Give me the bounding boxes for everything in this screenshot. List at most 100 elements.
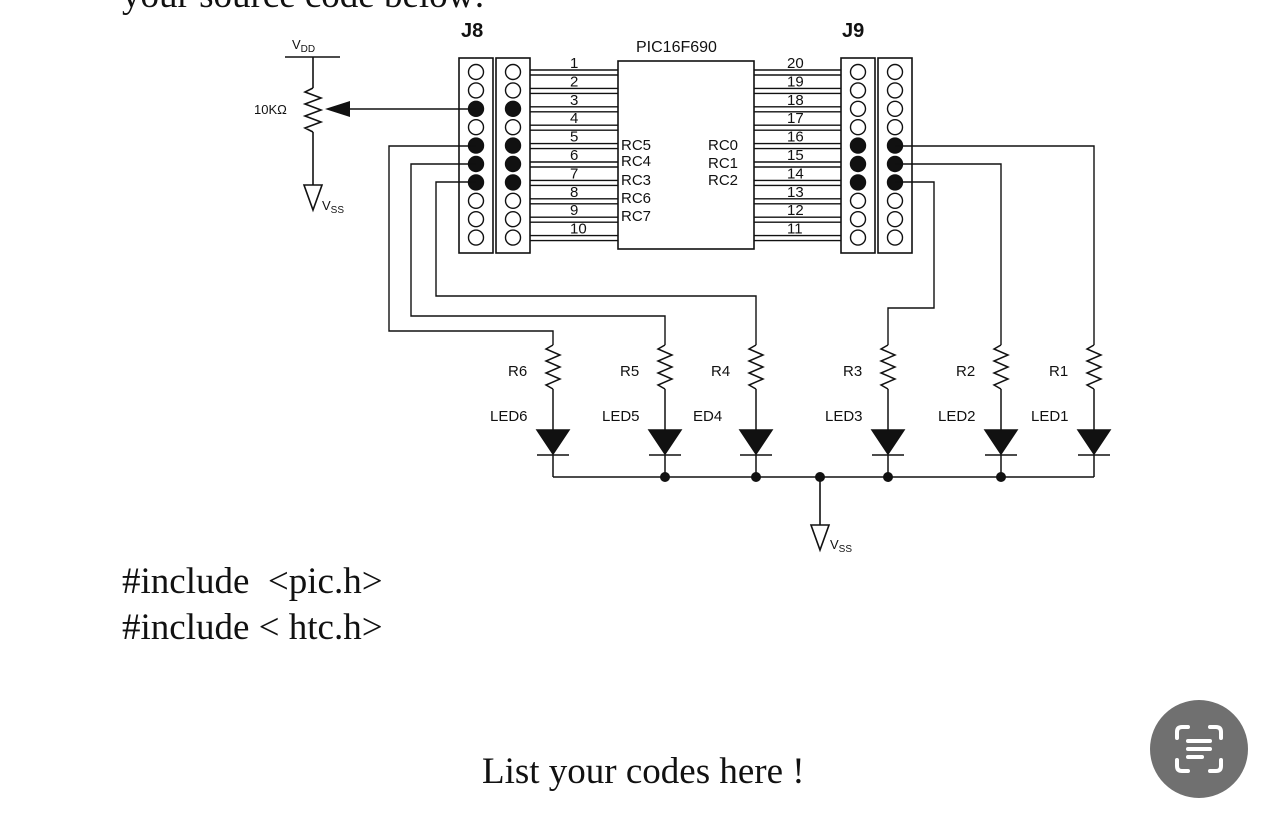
header-hole-j9-a-4 bbox=[849, 118, 867, 136]
pin-number-right: 19 bbox=[787, 73, 804, 90]
pin-number-left: 8 bbox=[570, 184, 578, 201]
header-hole-j9-b-8 bbox=[886, 192, 904, 210]
j9-header-col-a bbox=[840, 57, 876, 254]
header-hole-j8-a-2 bbox=[467, 82, 485, 99]
pin-number-right: 12 bbox=[787, 202, 804, 219]
header-hole-j9-b-10 bbox=[886, 229, 904, 246]
header-hole-j8-a-8 bbox=[467, 192, 485, 210]
led-stage-6 bbox=[1076, 344, 1112, 477]
header-hole-j9-b-4 bbox=[886, 118, 904, 136]
led-label: LED2 bbox=[938, 408, 976, 425]
vss-ground-left bbox=[302, 184, 324, 213]
pin-number-left: 4 bbox=[570, 110, 578, 127]
pin-number-left: 10 bbox=[570, 221, 587, 238]
signal-rc1: RC1 bbox=[708, 155, 738, 172]
led-label: LED5 bbox=[602, 408, 640, 425]
header-hole-j9-a-7 bbox=[849, 174, 867, 191]
resistor-r3 bbox=[879, 344, 897, 390]
j8-header-col-a bbox=[458, 57, 494, 254]
resistor-r4 bbox=[747, 344, 765, 390]
pin-number-right: 11 bbox=[787, 221, 803, 238]
bus-junction-dot bbox=[883, 472, 893, 482]
header-hole-j9-a-6 bbox=[849, 155, 867, 173]
pin-number-left: 6 bbox=[570, 147, 578, 164]
wire-rc2-r3 bbox=[887, 181, 935, 345]
resistor-r2 bbox=[992, 344, 1010, 390]
pin-number-left: 7 bbox=[570, 165, 578, 182]
bus-junction-dot bbox=[815, 472, 825, 482]
pin-number-right: 18 bbox=[787, 92, 804, 109]
vss-ground-bottom bbox=[809, 524, 831, 553]
led-diode-3 bbox=[738, 429, 774, 456]
resistor-r1 bbox=[1085, 344, 1103, 390]
header-hole-j9-b-9 bbox=[886, 210, 904, 228]
signal-rc4: RC4 bbox=[621, 153, 651, 170]
led-stage-3 bbox=[738, 344, 774, 477]
j8-label: J8 bbox=[461, 20, 483, 42]
header-hole-j9-a-1 bbox=[849, 63, 867, 81]
led-stage-4 bbox=[870, 344, 906, 477]
header-hole-j8-b-2 bbox=[504, 82, 522, 99]
header-hole-j9-a-5 bbox=[849, 137, 867, 154]
resistor-r5 bbox=[656, 344, 674, 390]
signal-rc7: RC7 bbox=[621, 208, 651, 225]
led-label: LED1 bbox=[1031, 408, 1069, 425]
led-label: ED4 bbox=[693, 408, 722, 425]
led-stage-1 bbox=[535, 344, 571, 477]
code-line-include-htc: #include < htc.h> bbox=[122, 607, 383, 648]
vss-label-bottom: VSS bbox=[830, 537, 852, 555]
signal-rc6: RC6 bbox=[621, 190, 651, 207]
text-scan-button[interactable] bbox=[1150, 700, 1248, 798]
pin-number-left: 3 bbox=[570, 92, 578, 109]
vss-label-left: VSS bbox=[322, 198, 344, 216]
led-stage-2 bbox=[647, 344, 683, 477]
wire-rc4-r5 bbox=[410, 163, 666, 345]
wire-rc0-r1 bbox=[895, 145, 1095, 345]
pin-number-right: 16 bbox=[787, 129, 804, 146]
resistor-label: R3 bbox=[843, 363, 862, 380]
header-hole-j9-a-8 bbox=[849, 192, 867, 210]
led-diode-4 bbox=[870, 429, 906, 456]
header-hole-j8-b-8 bbox=[504, 192, 522, 210]
header-hole-j8-a-4 bbox=[467, 118, 485, 136]
header-hole-j9-a-2 bbox=[849, 82, 867, 99]
signal-rc3: RC3 bbox=[621, 172, 651, 189]
bus-junction-dot bbox=[751, 472, 761, 482]
resistor-r6 bbox=[544, 344, 562, 390]
header-hole-j8-b-4 bbox=[504, 118, 522, 136]
led-diode-5 bbox=[983, 429, 1019, 456]
resistor-label: R5 bbox=[620, 363, 639, 380]
header-hole-j9-a-3 bbox=[849, 100, 867, 118]
header-hole-j8-b-5 bbox=[504, 137, 522, 154]
j9-header-col-b bbox=[877, 57, 913, 254]
footer-instruction: List your codes here ! bbox=[482, 751, 805, 792]
wire-rc5-r6 bbox=[388, 145, 554, 345]
vdd-label: VDD bbox=[292, 37, 315, 55]
code-line-include-pic: #include <pic.h> bbox=[122, 561, 383, 602]
pin-number-right: 14 bbox=[787, 165, 804, 182]
header-hole-j9-b-1 bbox=[886, 63, 904, 81]
pin-number-left: 5 bbox=[570, 129, 578, 146]
header-hole-j8-a-10 bbox=[467, 229, 485, 246]
led-stage-5 bbox=[983, 344, 1019, 477]
led-diode-2 bbox=[647, 429, 683, 456]
j9-label: J9 bbox=[842, 20, 864, 42]
pin-number-right: 13 bbox=[787, 184, 804, 201]
chip-label: PIC16F690 bbox=[636, 39, 717, 56]
potentiometer-resistor bbox=[302, 87, 324, 133]
signal-rc2: RC2 bbox=[708, 172, 738, 189]
j8-header-col-b bbox=[495, 57, 531, 254]
signal-rc5: RC5 bbox=[621, 137, 651, 154]
wire-rc1-r2 bbox=[895, 163, 1002, 345]
pin-number-right: 15 bbox=[787, 147, 804, 164]
pin-number-right: 20 bbox=[787, 55, 804, 72]
header-hole-j8-b-10 bbox=[504, 229, 522, 246]
resistor-label: R2 bbox=[956, 363, 975, 380]
pot-wiper-arrow bbox=[325, 101, 350, 117]
pin-number-left: 9 bbox=[570, 202, 578, 219]
pin-number-left: 1 bbox=[570, 55, 578, 72]
pot-label: 10KΩ bbox=[254, 102, 287, 117]
header-hole-j9-b-3 bbox=[886, 100, 904, 118]
resistor-label: R1 bbox=[1049, 363, 1068, 380]
